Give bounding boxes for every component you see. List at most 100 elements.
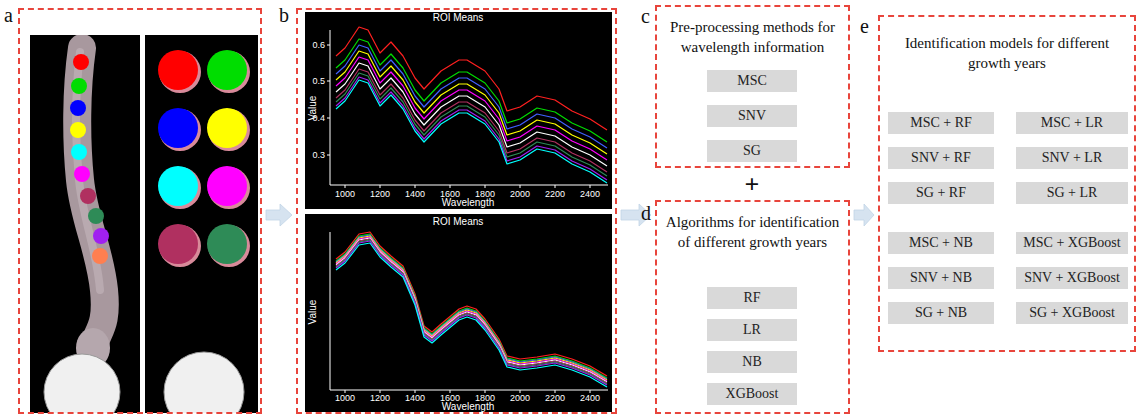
sample-photo-part-part [73, 54, 89, 70]
tick-label: 2200 [545, 394, 565, 403]
spectrum-plot-lower-part [330, 232, 331, 390]
sample-photo-part-part [207, 50, 247, 90]
box-label: MSC + NB [909, 235, 973, 251]
spectrum-plot-lower-part [336, 243, 607, 387]
sample-photo-part-part [71, 144, 87, 160]
spectrum-plot-upper-part [336, 63, 607, 166]
spectrum-plot-upper-part-part [555, 185, 556, 188]
spectrum-plot-upper-part [336, 77, 607, 180]
tick-label: 0.3 [312, 151, 325, 160]
box-label: LR [743, 322, 761, 338]
method-box: SG + XGBoost [1016, 302, 1128, 324]
spectrum-plot-upper-part-part [450, 185, 451, 188]
plot-title: ROI Means [433, 217, 484, 227]
sample-photo-part-part [158, 108, 198, 148]
panel-frame: eIdentification models for different gro… [878, 15, 1136, 352]
tick-label: 2000 [510, 190, 530, 199]
tick-label: 1600 [440, 190, 460, 199]
sample-photo [30, 35, 258, 418]
spectrum-plot-lower-part [330, 390, 608, 391]
tick-label: 1600 [440, 394, 460, 403]
spectrum-plot-upper-part-part [415, 185, 416, 188]
tick-label: 2400 [580, 190, 600, 199]
method-box: SNV + NB [888, 267, 994, 289]
panel-frame: dAlgorithms for identification of differ… [655, 200, 850, 414]
tick-label: 2200 [545, 190, 565, 199]
tick-label: 1400 [405, 190, 425, 199]
tick-label: 0.6 [312, 41, 325, 50]
spectrum-plot-upper-part-part [327, 81, 330, 82]
spectrum-plot-upper [305, 12, 612, 209]
spectrum-plot-upper-part [336, 80, 607, 183]
spectrum-plot-lower-part [336, 241, 607, 385]
spectrum-plot-upper-part [330, 185, 608, 186]
method-box: MSC + RF [888, 112, 994, 134]
spectrum-plot-lower-part [336, 235, 607, 379]
sample-photo-part-part [74, 166, 90, 182]
method-box: MSC + LR [1016, 112, 1128, 134]
sample-photo-part-part [207, 108, 247, 148]
sample-photo-part-part [208, 109, 250, 151]
sample-photo-part-part [92, 248, 108, 264]
sample-photo-part-part [208, 51, 250, 93]
sample-photo-part-part [70, 100, 86, 116]
box-label: SG + NB [915, 305, 967, 321]
spectrum-plot-lower-part [336, 239, 607, 383]
tick-label: 0.5 [312, 77, 325, 86]
axis-title: Wavelength [442, 402, 494, 412]
spectrum-plot-upper-part-part [327, 45, 330, 46]
spectrum-plot-upper-part-part [327, 118, 330, 119]
sample-photo-part-part [88, 208, 104, 224]
box-label: SG + RF [916, 185, 966, 201]
sample-photo-part [44, 48, 120, 413]
box-label: XGBoost [726, 386, 779, 402]
sample-photo-part-part [164, 352, 244, 413]
panel-letter: e [860, 15, 869, 37]
spectrum-plot-lower-part [336, 234, 607, 378]
spectrum-plot-upper-part-part [520, 185, 521, 188]
sample-photo-part-part [93, 228, 109, 244]
box-label: SG + XGBoost [1029, 305, 1115, 321]
spectrum-plot-upper-part [336, 69, 607, 172]
sample-photo-part-part [208, 167, 250, 209]
panel-frame: b [296, 8, 617, 414]
method-box: SG + NB [888, 302, 994, 324]
spectrum-plot-lower-part [305, 214, 612, 412]
spectrum-plot-lower [305, 214, 612, 412]
box-label: SG + LR [1047, 185, 1098, 201]
method-box: SG + RF [888, 182, 994, 204]
spectrum-plot-lower-part [336, 240, 607, 384]
sample-photo-part-part [158, 166, 198, 206]
spectrum-plot-upper-part [336, 39, 607, 142]
sample-photo-part-part [159, 167, 201, 209]
box-label: RF [743, 290, 760, 306]
panel-frame: a [18, 8, 262, 414]
box-label: SNV + NB [910, 270, 972, 286]
sample-photo-part-part [71, 78, 87, 94]
sample-photo-part-part [80, 188, 96, 204]
spectrum-plot-upper-part [336, 51, 607, 154]
box-label: SNV + LR [1042, 150, 1103, 166]
method-box: SNV + XGBoost [1016, 267, 1128, 289]
flow-arrow [854, 204, 874, 226]
box-label: MSC + XGBoost [1023, 235, 1120, 251]
method-box: RF [707, 287, 797, 309]
box-label: NB [742, 354, 761, 370]
box-label: MSC [737, 73, 767, 89]
sample-photo-part-part [159, 51, 201, 93]
flow-arrow [266, 204, 292, 226]
panel-title: Algorithms for identification of differe… [661, 212, 844, 252]
method-box: SNV + LR [1016, 147, 1128, 169]
sample-photo-part-part [207, 224, 247, 264]
axis-title: Wavelength [442, 198, 494, 208]
tick-label: 0.4 [312, 114, 325, 123]
tick-label: 1800 [475, 190, 495, 199]
sample-photo-part-part [70, 122, 86, 138]
plus-sign: + [745, 172, 760, 198]
method-box: NB [707, 351, 797, 373]
spectrum-plot-lower-part [336, 237, 607, 381]
spectrum-plot-upper-part [330, 30, 331, 185]
method-box: MSC [707, 70, 797, 92]
tick-label: 1200 [370, 394, 390, 403]
tick-label: 1200 [370, 190, 390, 199]
